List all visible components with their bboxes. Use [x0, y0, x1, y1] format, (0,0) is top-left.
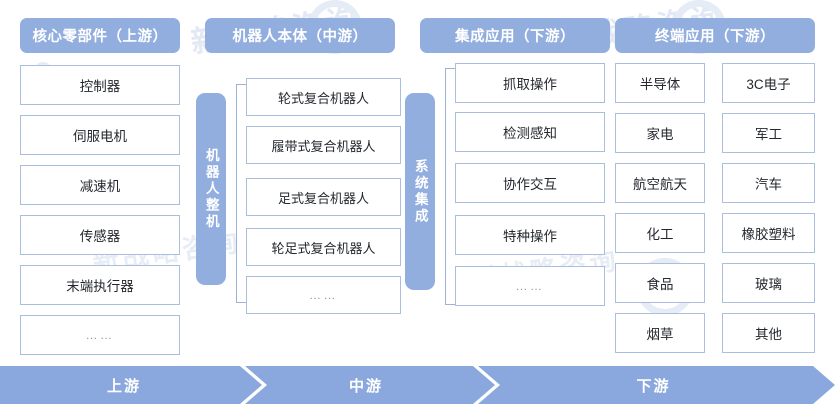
item-box-ellipsis[interactable]: ……	[246, 276, 401, 314]
column-header-integration: 集成应用（下游）	[420, 18, 610, 53]
item-box[interactable]: 传感器	[20, 215, 180, 255]
flow-arrow-midstream[interactable]: 中游	[245, 366, 495, 404]
item-box[interactable]: 家电	[615, 113, 705, 153]
flow-arrow-upstream[interactable]: 上游	[0, 366, 262, 404]
item-box[interactable]: 检测感知	[455, 112, 605, 152]
item-box[interactable]: 减速机	[20, 165, 180, 205]
item-box-ellipsis[interactable]: ……	[20, 315, 180, 355]
column-header-midstream: 机器人本体（中游）	[205, 18, 395, 53]
item-box[interactable]: 汽车	[722, 163, 815, 203]
column-header-upstream: 核心零部件（上游）	[20, 18, 180, 53]
item-box[interactable]: 履带式复合机器人	[246, 126, 401, 164]
item-box[interactable]: 抓取操作	[455, 63, 605, 103]
item-box[interactable]: 协作交互	[455, 163, 605, 203]
item-box[interactable]: 航空航天	[615, 163, 705, 203]
item-box[interactable]: 半导体	[615, 63, 705, 103]
item-box-ellipsis[interactable]: ……	[455, 266, 605, 306]
item-box[interactable]: 末端执行器	[20, 265, 180, 305]
vertical-label-system-integration: 系统集成	[405, 93, 435, 290]
item-box[interactable]: 3C电子	[722, 63, 815, 103]
group-bracket-midstream	[236, 84, 246, 303]
item-box[interactable]: 食品	[615, 263, 705, 303]
item-box[interactable]: 轮式复合机器人	[246, 78, 401, 116]
item-box[interactable]: 特种操作	[455, 215, 605, 255]
flow-arrow-label: 中游	[348, 377, 383, 395]
item-box[interactable]: 玻璃	[722, 263, 815, 303]
vertical-label-robot-unit: 机器人整机	[196, 93, 226, 285]
vertical-label-text: 机器人整机	[203, 147, 219, 231]
item-box[interactable]: 足式复合机器人	[246, 178, 401, 216]
column-header-terminal: 终端应用（下游）	[615, 18, 815, 53]
item-box[interactable]: 烟草	[615, 313, 705, 353]
flow-arrow-downstream[interactable]: 下游	[478, 366, 835, 404]
item-box[interactable]: 化工	[615, 213, 705, 253]
flow-arrow-label: 下游	[636, 377, 671, 395]
flow-arrow-label: 上游	[106, 377, 141, 395]
item-box[interactable]: 伺服电机	[20, 115, 180, 155]
group-bracket-integration	[445, 68, 455, 305]
item-box[interactable]: 控制器	[20, 65, 180, 105]
item-box[interactable]: 橡胶塑料	[722, 213, 815, 253]
item-box[interactable]: 轮足式复合机器人	[246, 228, 401, 266]
item-box[interactable]: 军工	[722, 113, 815, 153]
vertical-label-text: 系统集成	[412, 158, 428, 225]
item-box[interactable]: 其他	[722, 313, 815, 353]
